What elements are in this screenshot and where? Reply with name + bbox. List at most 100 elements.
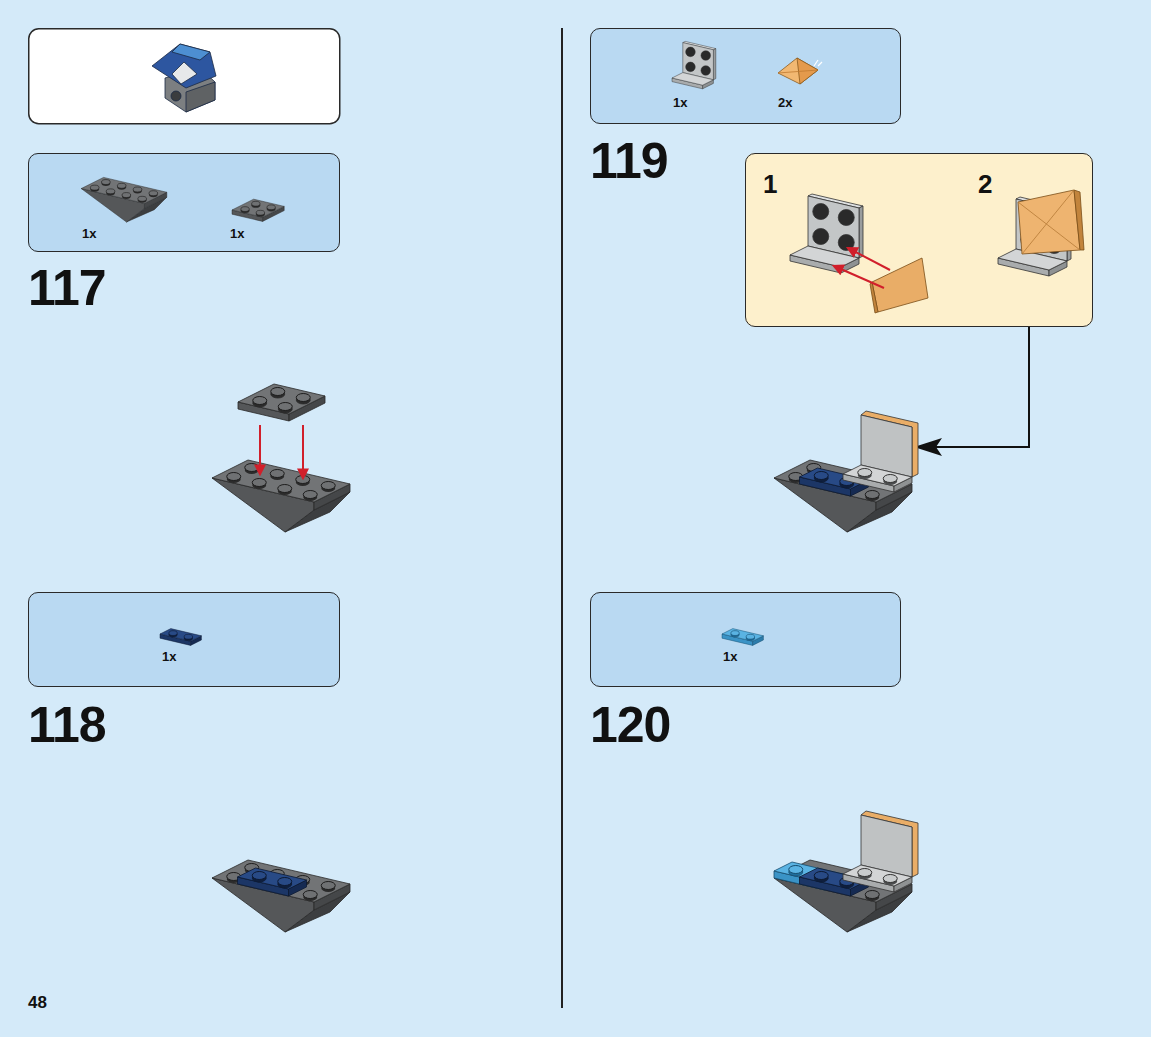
part-icon [122,193,131,200]
step-number: 117 [28,263,106,313]
assembly-step [252,479,266,490]
assembly-step [212,384,350,532]
sub-step-art [1018,190,1084,254]
assembly-step [212,860,350,932]
callout-arrow [935,327,1029,447]
page-divider [561,28,563,1008]
part-icon [102,180,111,187]
assembly-step [227,473,241,484]
part-icon [722,629,763,646]
assembly-step [212,460,350,532]
step-number: 120 [590,700,670,750]
part-quantity: 1x [673,96,687,109]
panel-ground [590,28,901,124]
part-icon [232,199,284,221]
panel-ground [28,592,340,687]
assembly-step [278,485,292,496]
part-icon [672,41,822,88]
assembly-step [270,470,284,481]
part-icon [232,199,284,221]
sub-step-number: 1 [763,171,777,197]
parts-list-box: 1x 2x [590,28,901,124]
assembly-step [212,460,350,532]
part-icon [160,629,201,646]
part-icon [117,183,126,190]
submodel-preview [172,44,210,60]
assembly-step [321,482,335,493]
sub-step-art [790,194,863,273]
assembly-step [238,868,307,896]
part-quantity: 1x [230,227,244,240]
part-icon [106,189,115,196]
sub-step-art [1074,190,1084,250]
sub-step-art [870,282,878,313]
page-number: 48 [28,994,47,1011]
part-icon [672,41,716,88]
part-icon [138,196,147,203]
assembly-step [843,811,918,892]
step-number: 118 [28,700,106,750]
panel-ground [28,153,340,252]
assembly-step [843,465,912,486]
submodel-preview [172,62,197,84]
submodel-preview [171,91,181,101]
part-icon [672,41,716,88]
part-icon [81,177,284,222]
panel-ground [745,153,1093,327]
sub-step-art [848,248,890,270]
sub-step-art [790,194,863,273]
panel-ground [29,29,340,124]
sub-step-art [834,266,884,288]
parts-list-box: 1x 1x [28,153,340,252]
part-quantity: 1x [82,227,96,240]
assembly-step [302,425,304,478]
sub-step-art [790,190,1084,313]
part-quantity: 1x [162,650,176,663]
submodel-preview [152,44,216,88]
part-quantity: 1x [723,650,737,663]
assembly-step [883,475,897,486]
assembly-step [865,491,879,502]
assembly-step [259,425,261,474]
sub-step-art [1018,202,1080,250]
part-icon [778,58,818,84]
assembly-step [238,384,325,421]
assembly-step [238,384,325,421]
assembly-step [858,469,872,480]
assembly-step [865,891,879,902]
step-number: 119 [590,136,668,186]
sub-step-callout: 12 [745,153,1093,327]
callout-arrow [914,327,1029,456]
part-icon [778,58,822,84]
assembly-step [843,865,912,886]
assembly-step [774,811,918,932]
assembly-step [774,411,918,532]
assembly-step [883,875,897,886]
assembly-step [245,464,259,475]
sub-step-art [1018,190,1080,254]
assembly-step [303,891,317,902]
part-icon [722,629,763,646]
part-icon [133,187,142,194]
part-icon [149,191,158,198]
panel-ground [590,592,901,687]
part-icon [778,70,818,73]
submodel-preview [152,44,216,112]
assembly-step [238,868,307,896]
assembly-step [843,411,918,492]
sub-step-art [1022,190,1074,254]
part-quantity: 2x [778,96,792,109]
parts-list-box: 1x [28,592,340,687]
part-icon [81,177,167,222]
assembly-step [321,882,335,893]
part-icon [160,629,201,646]
sub-step-number: 2 [978,171,992,197]
part-icon [90,185,99,192]
parts-list-box: 1x [590,592,901,687]
part-icon [81,177,167,222]
panel-ground [28,28,1093,687]
assembly-step [212,860,350,932]
assembly-step [303,491,317,502]
